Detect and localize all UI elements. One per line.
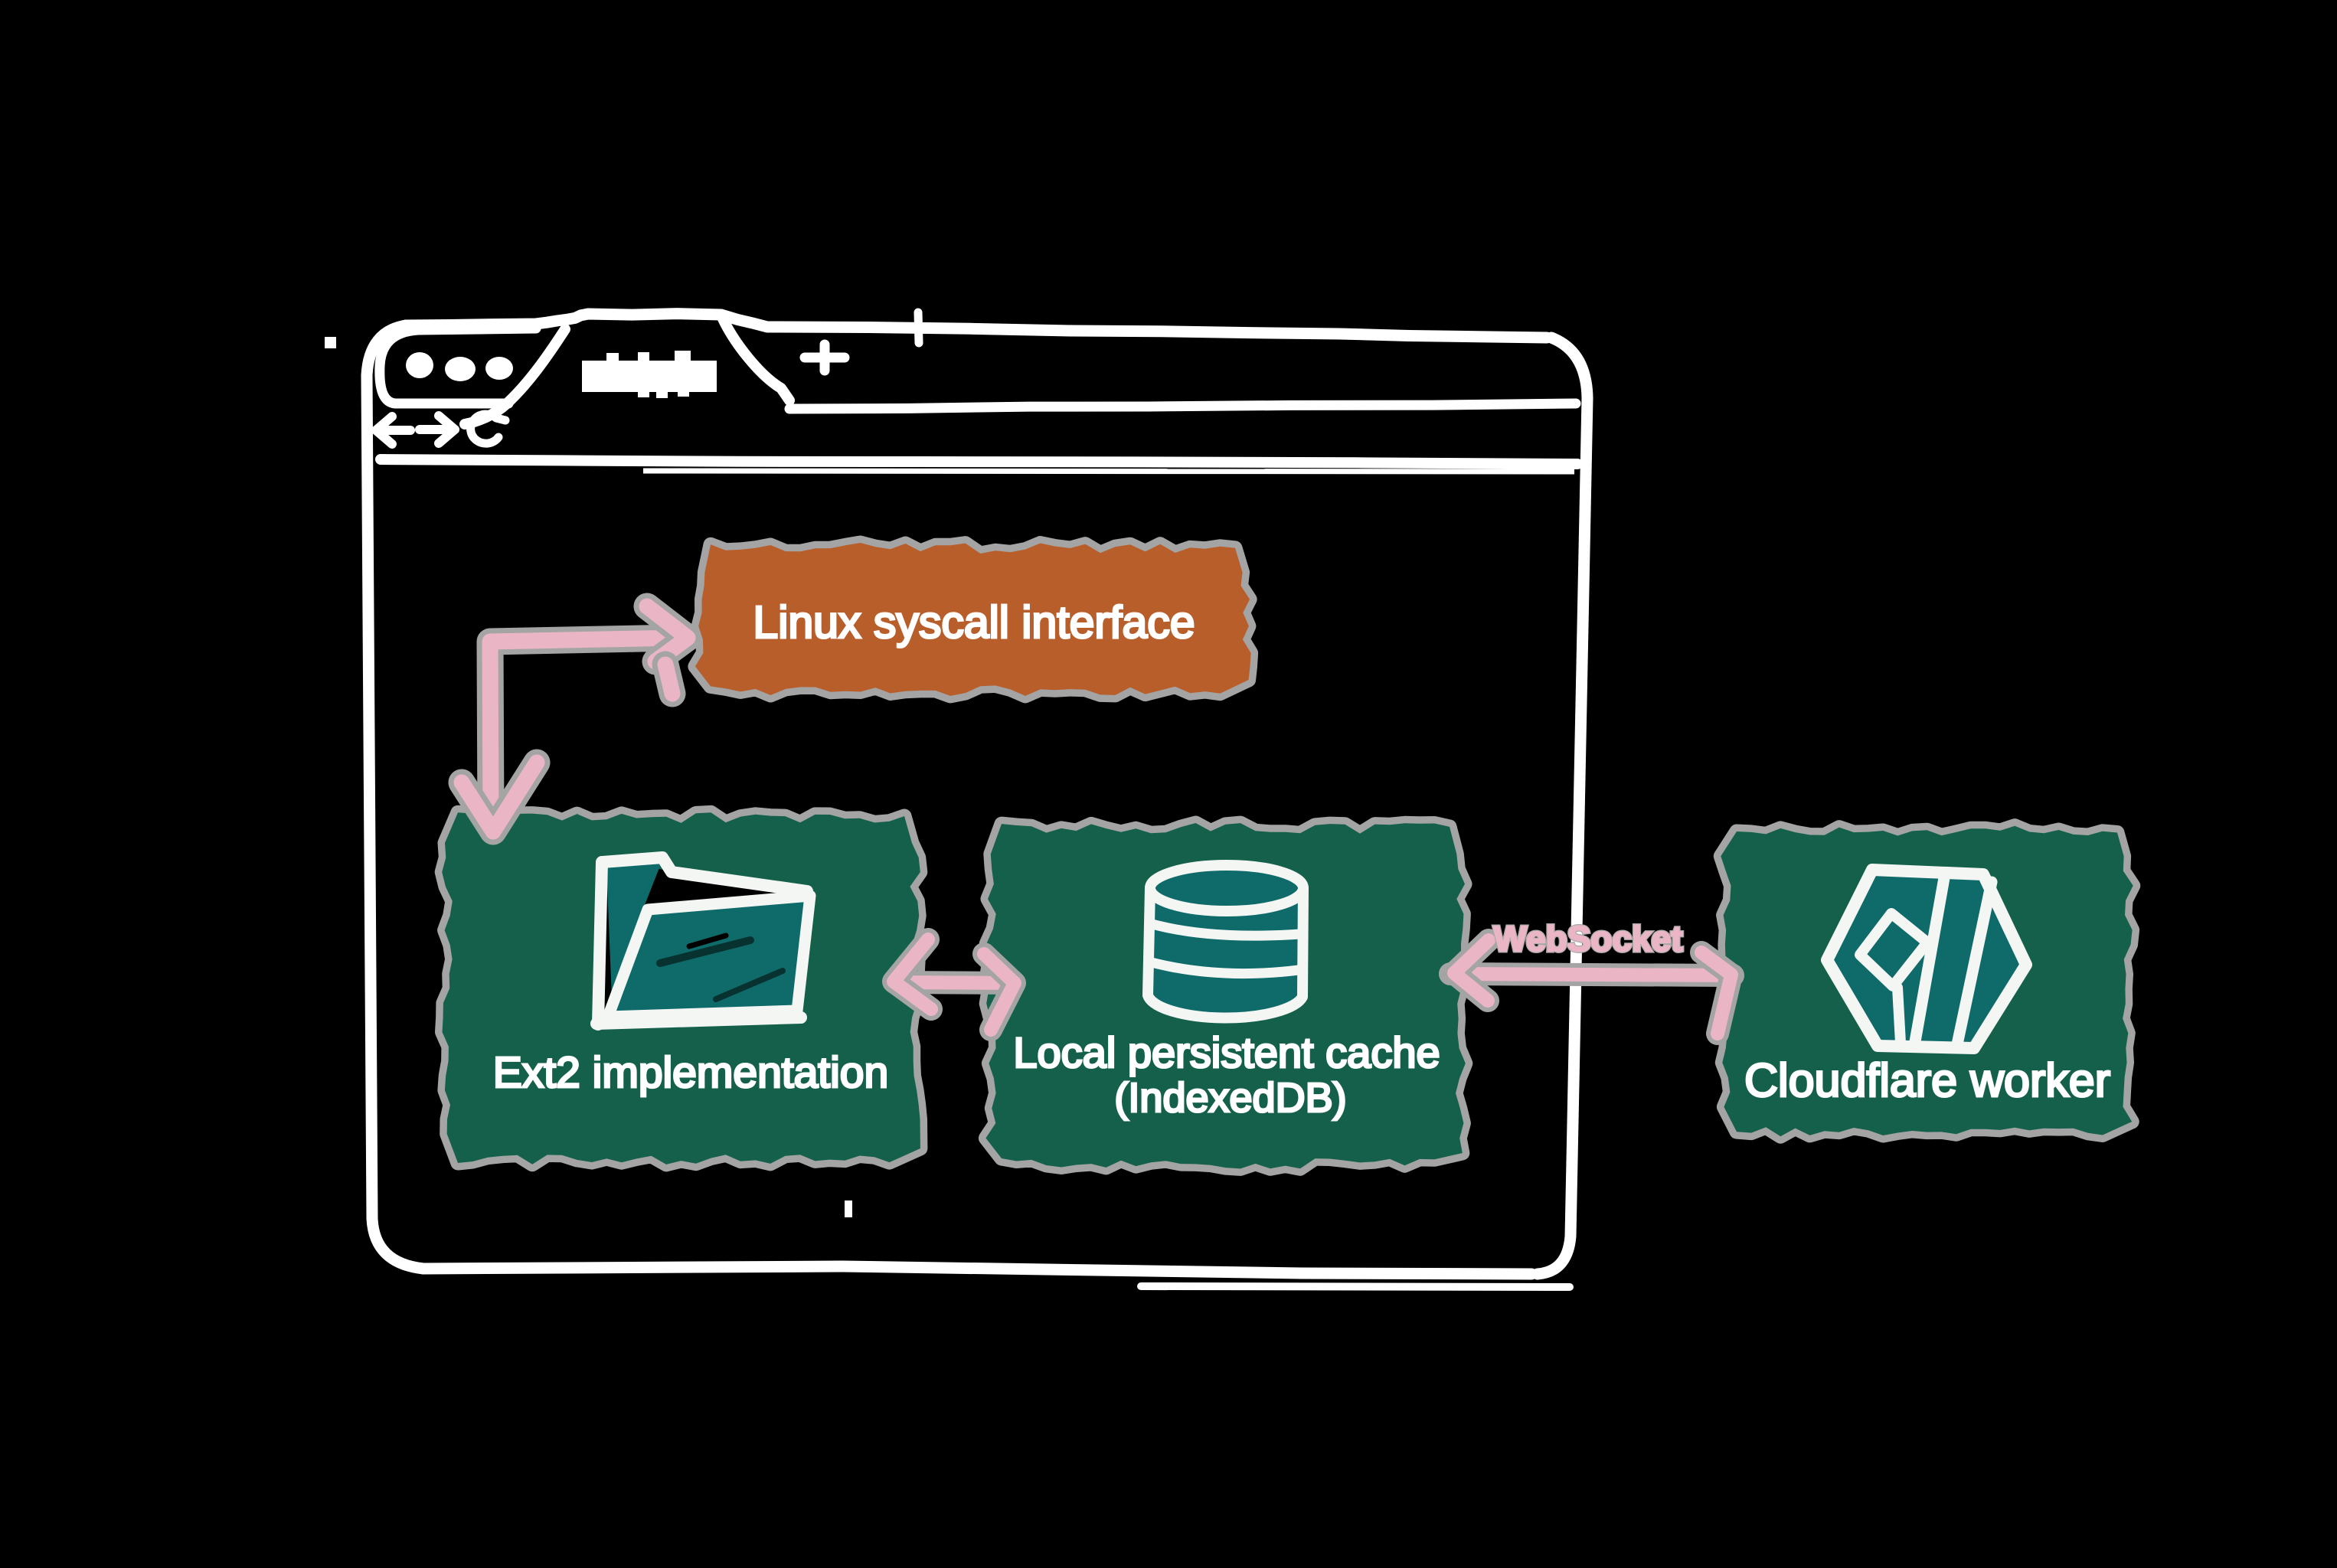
svg-text:(IndexedDB): (IndexedDB) [1114,1075,1346,1121]
svg-text:WebSocket: WebSocket [1493,919,1682,959]
svg-text:Local persistent cache: Local persistent cache [1013,1028,1440,1076]
svg-text:Cloudflare worker: Cloudflare worker [1744,1054,2110,1106]
svg-text:WebSocket: WebSocket [1493,919,1682,959]
svg-text:Linux syscall interface: Linux syscall interface [753,597,1195,648]
svg-text:Ext2 implementation: Ext2 implementation [493,1048,888,1097]
